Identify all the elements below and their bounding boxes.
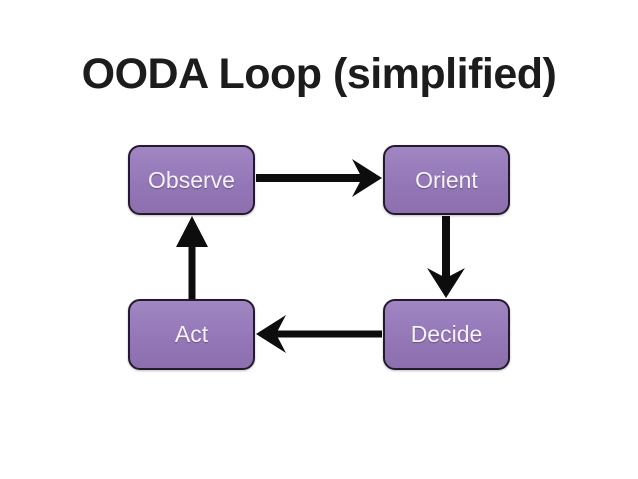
node-act: Act (128, 299, 255, 370)
slide-title: OODA Loop (simplified) (81, 50, 557, 98)
node-act-label: Act (174, 321, 209, 347)
node-decide-label: Decide (410, 321, 483, 347)
arrow-observe-to-orient (256, 159, 382, 197)
node-observe-label: Observe (148, 166, 235, 193)
arrow-act-to-observe (176, 216, 208, 299)
node-orient: Orient (383, 145, 510, 215)
arrow-decide-to-act (256, 315, 382, 353)
node-observe: Observe (128, 145, 255, 215)
node-decide: Decide (383, 299, 510, 370)
node-orient-label: Orient (415, 166, 478, 193)
arrow-orient-to-decide (427, 216, 465, 298)
